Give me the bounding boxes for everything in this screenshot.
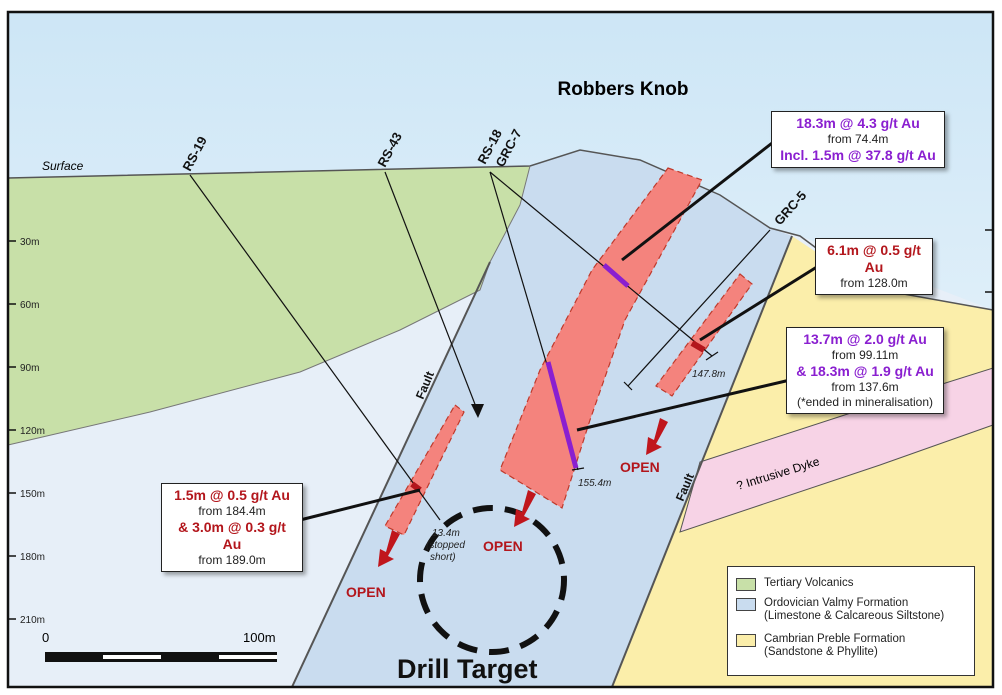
grade: 6.1m @ 0.5 g/t Au — [827, 242, 921, 275]
surface-label: Surface — [42, 159, 84, 173]
depth-tick: 120m — [20, 426, 45, 437]
grc7-intercept — [602, 263, 630, 288]
grc7-depth: 147.8m — [692, 369, 725, 380]
grade: 13.7m @ 2.0 g/t Au — [803, 331, 927, 347]
legend-item-ordovician: Ordovician Valmy Formation(Limestone & C… — [736, 597, 944, 623]
from-depth: from 74.4m — [827, 132, 889, 146]
grade: & 18.3m @ 1.9 g/t Au — [796, 363, 934, 379]
depth-tick: 60m — [20, 300, 39, 311]
legend: Tertiary Volcanics Ordovician Valmy Form… — [727, 566, 975, 676]
callout-rs19: 1.5m @ 0.5 g/t Au from 184.4m & 3.0m @ 0… — [161, 483, 303, 572]
drill-target-label: Drill Target — [397, 654, 538, 684]
legend-label: Cambrian Preble Formation — [764, 633, 906, 645]
depth-tick: 210m — [20, 615, 45, 626]
rs19-depth: 13.4m — [432, 528, 460, 539]
legend-label: Tertiary Volcanics — [764, 577, 854, 589]
legend-sublabel: (Sandstone & Phyllite) — [764, 646, 878, 658]
grade: & 3.0m @ 0.3 g/t Au — [178, 519, 286, 552]
callout-grc5: 6.1m @ 0.5 g/t Au from 128.0m — [815, 238, 933, 295]
ore-zone-right — [655, 273, 753, 397]
depth-tick: 180m — [20, 552, 45, 563]
open-arrows — [378, 418, 668, 567]
rs18-intercept — [545, 361, 579, 469]
rs19-note: short) — [430, 552, 456, 563]
scale-start: 0 — [42, 630, 49, 645]
open-label: OPEN — [620, 459, 660, 475]
open-label: OPEN — [483, 538, 523, 554]
grade: 1.5m @ 0.5 g/t Au — [174, 487, 290, 503]
scale-end: 100m — [243, 630, 276, 645]
legend-label: Ordovician Valmy Formation — [764, 597, 909, 609]
grade: Incl. 1.5m @ 37.8 g/t Au — [780, 147, 936, 163]
legend-item-tertiary: Tertiary Volcanics — [736, 577, 853, 591]
title: Robbers Knob — [558, 79, 689, 100]
drill-target-circle — [417, 505, 567, 655]
from-depth: from 99.11m — [831, 348, 899, 362]
from-depth: from 184.4m — [198, 504, 266, 518]
ore-zone-main — [499, 167, 703, 509]
depth-tick: 150m — [20, 489, 45, 500]
from-depth: from 128.0m — [840, 276, 908, 290]
rs18-depth: 155.4m — [578, 478, 611, 489]
callout-grc7: 18.3m @ 4.3 g/t Au from 74.4m Incl. 1.5m… — [771, 111, 945, 168]
depth-tick: 90m — [20, 363, 39, 374]
from-depth: from 189.0m — [198, 553, 266, 567]
legend-sublabel: (Limestone & Calcareous Siltstone) — [764, 610, 945, 622]
fault-right — [611, 235, 793, 688]
rs19-note: (stopped — [426, 540, 465, 551]
from-depth: from 137.6m — [831, 380, 899, 394]
fault-left — [291, 261, 491, 688]
tertiary-volcanics — [8, 166, 530, 445]
grade: 18.3m @ 4.3 g/t Au — [796, 115, 920, 131]
note: (*ended in mineralisation) — [796, 395, 934, 409]
depth-tick: 30m — [20, 237, 39, 248]
open-label: OPEN — [346, 584, 386, 600]
callout-rs18: 13.7m @ 2.0 g/t Au from 99.11m & 18.3m @… — [786, 327, 944, 414]
legend-item-cambrian: Cambrian Preble Formation(Sandstone & Ph… — [736, 633, 905, 659]
ore-zone-left — [384, 404, 465, 536]
scale-bar: 0 100m — [42, 630, 277, 662]
